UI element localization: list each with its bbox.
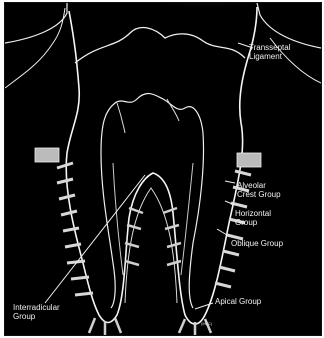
pulp-outline — [101, 94, 204, 308]
gingiva-left-inner — [5, 8, 65, 88]
label-horizontal-group: Horizontal Group — [235, 209, 271, 227]
label-apical-group: Apical Group — [215, 297, 261, 306]
tooth-outline — [66, 7, 257, 324]
label-transseptal-ligament: Transseptal Ligament — [249, 43, 291, 61]
label-interradicular-group: Interradicular Group — [13, 303, 60, 321]
diagram-frame: Transseptal Ligament Alveolar Crest Grou… — [4, 2, 322, 336]
fibers-left — [57, 163, 93, 295]
alveolar-crest-right — [237, 153, 261, 167]
gingiva-left-outline — [5, 3, 67, 43]
label-alveolar-crest-group: Alveolar Crest Group — [237, 181, 281, 199]
pulp-horns — [117, 99, 179, 133]
alveolar-crest-left — [35, 148, 59, 162]
label-oblique-group: Oblique Group — [231, 239, 283, 248]
artist-signature: (MLC) — [201, 321, 212, 326]
fibers-apical — [89, 318, 211, 335]
crown-glow — [95, 3, 315, 43]
